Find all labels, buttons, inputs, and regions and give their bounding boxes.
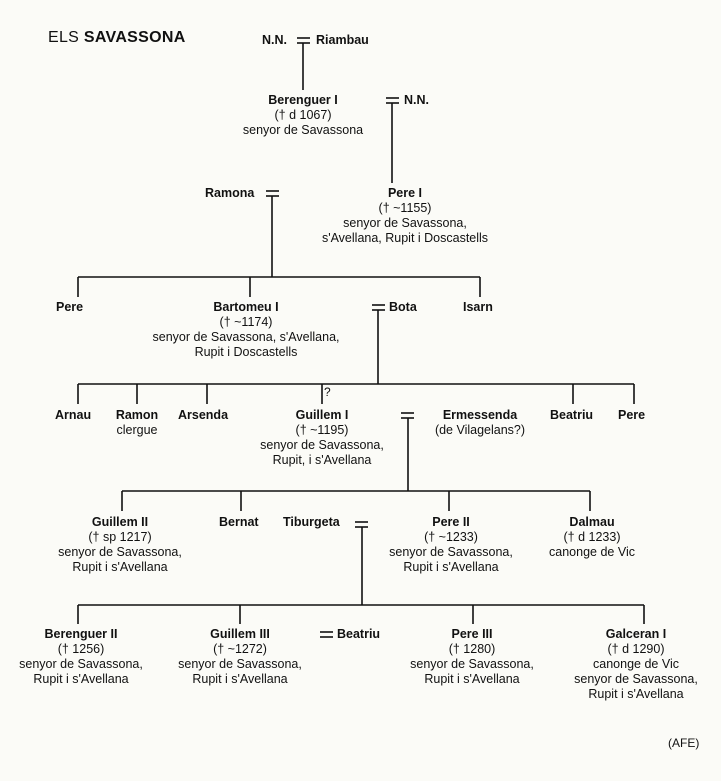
- person-dates: († ~1233): [424, 530, 478, 544]
- person-berenguer-1: Berenguer I († d 1067) senyor de Savasso…: [223, 93, 383, 138]
- person-guillem-2: Guillem II († sp 1217) senyor de Savasso…: [40, 515, 200, 575]
- person-pere-3: Pere III († 1280) senyor de Savassona, R…: [391, 627, 553, 687]
- person-name: Guillem I: [295, 408, 349, 422]
- person-guillem-1: Guillem I († ~1195) senyor de Savassona,…: [242, 408, 402, 468]
- person-title: Rupit, i s'Avellana: [272, 453, 372, 467]
- person-name: Pere: [56, 300, 84, 314]
- person-name: Ramona: [205, 186, 255, 200]
- person-guillem-3: Guillem III († ~1272) senyor de Savasson…: [162, 627, 318, 687]
- person-name: Pere II: [432, 515, 470, 529]
- person-title: Rupit i Doscastells: [194, 345, 298, 359]
- person-title: Rupit i s'Avellana: [192, 672, 288, 686]
- person-name: Ermessenda: [442, 408, 518, 422]
- person-beatriu-a: Beatriu: [550, 408, 593, 423]
- person-dates: († d 1290): [607, 642, 665, 656]
- person-berenguer-2: Berenguer II († 1256) senyor de Savasson…: [3, 627, 159, 687]
- person-dates: († 1256): [57, 642, 105, 656]
- person-pere-b: Pere: [618, 408, 645, 423]
- person-title: senyor de Savassona,: [389, 545, 513, 559]
- person-ermessenda: Ermessenda (de Vilagelans?): [420, 408, 540, 438]
- person-title: senyor de Savassona,: [178, 657, 302, 671]
- person-name: Berenguer II: [44, 627, 118, 641]
- person-bernat: Bernat: [219, 515, 259, 530]
- person-name: Arnau: [55, 408, 92, 422]
- person-title: clergue: [116, 423, 158, 437]
- person-pere-1: Pere I († ~1155) senyor de Savassona, s'…: [300, 186, 510, 246]
- person-name: Pere: [618, 408, 646, 422]
- title-prefix: ELS: [48, 29, 80, 46]
- person-isarn: Isarn: [463, 300, 493, 315]
- source-credit: (AFE): [668, 736, 700, 750]
- person-ramon: Ramon clergue: [108, 408, 166, 438]
- person-name: Guillem II: [91, 515, 149, 529]
- person-title: senyor de Savassona,: [343, 216, 467, 230]
- person-dates: († ~1272): [213, 642, 267, 656]
- person-title: senyor de Savassona, s'Avellana,: [152, 330, 340, 344]
- person-galceran-1: Galceran I († d 1290) canonge de Vic sen…: [555, 627, 717, 702]
- uncertain-marker: ?: [324, 385, 331, 399]
- person-dates: († ~1155): [378, 201, 432, 215]
- person-title: senyor de Savassona,: [260, 438, 384, 452]
- person-title: senyor de Savassona,: [58, 545, 182, 559]
- person-origin: (de Vilagelans?): [434, 423, 526, 437]
- person-title: canonge de Vic: [549, 545, 635, 559]
- person-name: Pere III: [451, 627, 493, 641]
- person-dates: († d 1233): [563, 530, 621, 544]
- person-name: Beatriu: [337, 627, 381, 641]
- person-name: Tiburgeta: [283, 515, 340, 529]
- person-nn-1: N.N.: [262, 33, 287, 48]
- person-name: Galceran I: [605, 627, 667, 641]
- person-pere-2: Pere II († ~1233) senyor de Savassona, R…: [371, 515, 531, 575]
- person-title: Rupit i s'Avellana: [72, 560, 168, 574]
- person-name: Ramon: [115, 408, 159, 422]
- person-title: Rupit i s'Avellana: [424, 672, 520, 686]
- person-beatriu-b: Beatriu: [337, 627, 380, 642]
- person-name: N.N.: [262, 33, 287, 47]
- person-name: Beatriu: [550, 408, 594, 422]
- person-title: Rupit i s'Avellana: [33, 672, 129, 686]
- person-name: Dalmau: [569, 515, 615, 529]
- person-dates: († 1280): [448, 642, 496, 656]
- person-title: canonge de Vic: [593, 657, 679, 671]
- person-title: senyor de Savassona,: [574, 672, 698, 686]
- person-nn-2: N.N.: [404, 93, 429, 108]
- person-name: N.N.: [404, 93, 429, 107]
- person-tiburgeta: Tiburgeta: [283, 515, 340, 530]
- person-dalmau: Dalmau († d 1233) canonge de Vic: [533, 515, 651, 560]
- person-dates: († ~1174): [219, 315, 273, 329]
- person-dates: († d 1067): [274, 108, 332, 122]
- person-riambau: Riambau: [316, 33, 369, 48]
- person-ramona: Ramona: [205, 186, 254, 201]
- person-dates: († ~1195): [295, 423, 349, 437]
- person-name: Riambau: [316, 33, 369, 47]
- person-title: Rupit i s'Avellana: [588, 687, 684, 701]
- person-name: Pere I: [387, 186, 423, 200]
- person-name: Bota: [389, 300, 417, 314]
- title-family-name: SAVASSONA: [83, 29, 186, 46]
- person-pere-a: Pere: [56, 300, 83, 315]
- person-dates: († sp 1217): [88, 530, 152, 544]
- person-title: senyor de Savassona,: [19, 657, 143, 671]
- person-name: Arsenda: [178, 408, 229, 422]
- person-name: Isarn: [463, 300, 493, 314]
- person-bartomeu-1: Bartomeu I († ~1174) senyor de Savassona…: [120, 300, 372, 360]
- person-title: s'Avellana, Rupit i Doscastells: [321, 231, 489, 245]
- person-arnau: Arnau: [55, 408, 91, 423]
- person-name: Berenguer I: [268, 93, 338, 107]
- person-title: senyor de Savassona,: [410, 657, 534, 671]
- person-title: senyor de Savassona: [242, 123, 364, 137]
- person-name: Bernat: [219, 515, 259, 529]
- person-bota: Bota: [389, 300, 417, 315]
- person-title: Rupit i s'Avellana: [403, 560, 499, 574]
- chart-title: ELS SAVASSONA: [48, 29, 186, 46]
- person-name: Guillem III: [210, 627, 270, 641]
- person-name: Bartomeu I: [213, 300, 279, 314]
- person-arsenda: Arsenda: [178, 408, 228, 423]
